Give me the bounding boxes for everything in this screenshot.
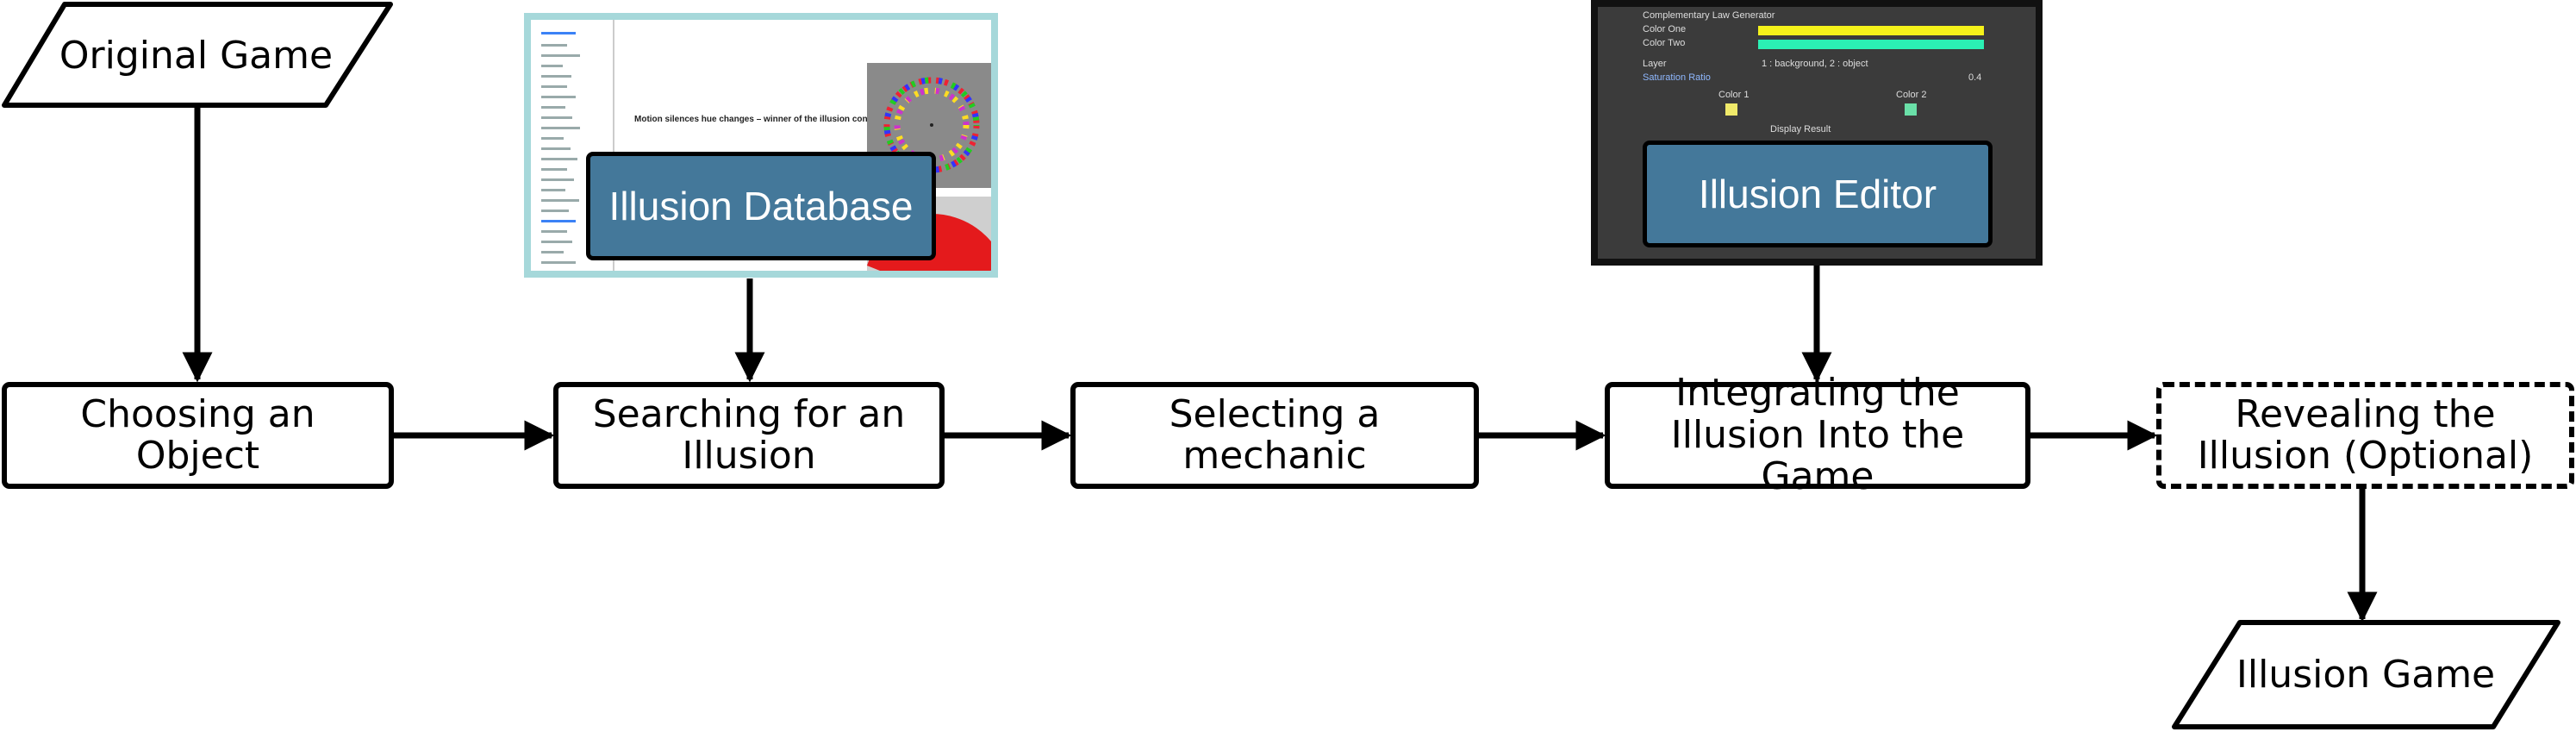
searching-illusion-box: Searching for an Illusion — [553, 382, 945, 489]
choosing-object-label: Choosing an Object — [80, 391, 315, 478]
editor-color2-label: Color 2 — [1896, 90, 1927, 100]
editor-color2-swatch — [1905, 103, 1917, 116]
searching-illusion-label: Searching for an Illusion — [592, 391, 906, 478]
integrating-illusion-box: Integrating the Illusion Into the Game — [1605, 372, 2030, 497]
editor-layer-label: Layer — [1643, 59, 1667, 69]
editor-layer-value: 1 : background, 2 : object — [1762, 59, 1868, 69]
original-game-label: Original Game — [59, 33, 334, 78]
editor-saturation-value: 0.4 — [1968, 72, 1982, 83]
editor-color-one-label: Color One — [1643, 24, 1687, 34]
illusion-database-label: Illusion Database — [586, 152, 936, 260]
editor-color1-label: Color 1 — [1718, 90, 1750, 100]
editor-saturation-label: Saturation Ratio — [1643, 72, 1711, 83]
revealing-illusion-box: Revealing the Illusion (Optional) — [2156, 382, 2574, 489]
editor-color-one-bar — [1758, 26, 1984, 35]
selecting-mechanic-box: Selecting a mechanic — [1070, 382, 1479, 489]
revealing-illusion-label: Revealing the Illusion (Optional) — [2197, 391, 2534, 478]
original-game-shape — [2, 2, 393, 108]
database-caption: Motion silences hue changes – winner of … — [634, 115, 904, 124]
illusion-game-label: Illusion Game — [2236, 653, 2496, 697]
editor-panel-title: Complementary Law Generator — [1643, 10, 1775, 21]
editor-display-result-label: Display Result — [1770, 124, 1831, 135]
editor-color-two-bar — [1758, 40, 1984, 49]
selecting-mechanic-label: Selecting a mechanic — [1169, 391, 1381, 478]
database-tree-panel — [531, 20, 614, 271]
illusion-editor-label: Illusion Editor — [1643, 141, 1993, 247]
editor-color-two-label: Color Two — [1643, 38, 1686, 48]
choosing-object-box: Choosing an Object — [2, 382, 394, 489]
illusion-game-shape — [2172, 620, 2560, 729]
editor-color1-swatch — [1725, 103, 1737, 116]
integrating-illusion-label: Integrating the Illusion Into the Game — [1670, 371, 1965, 499]
